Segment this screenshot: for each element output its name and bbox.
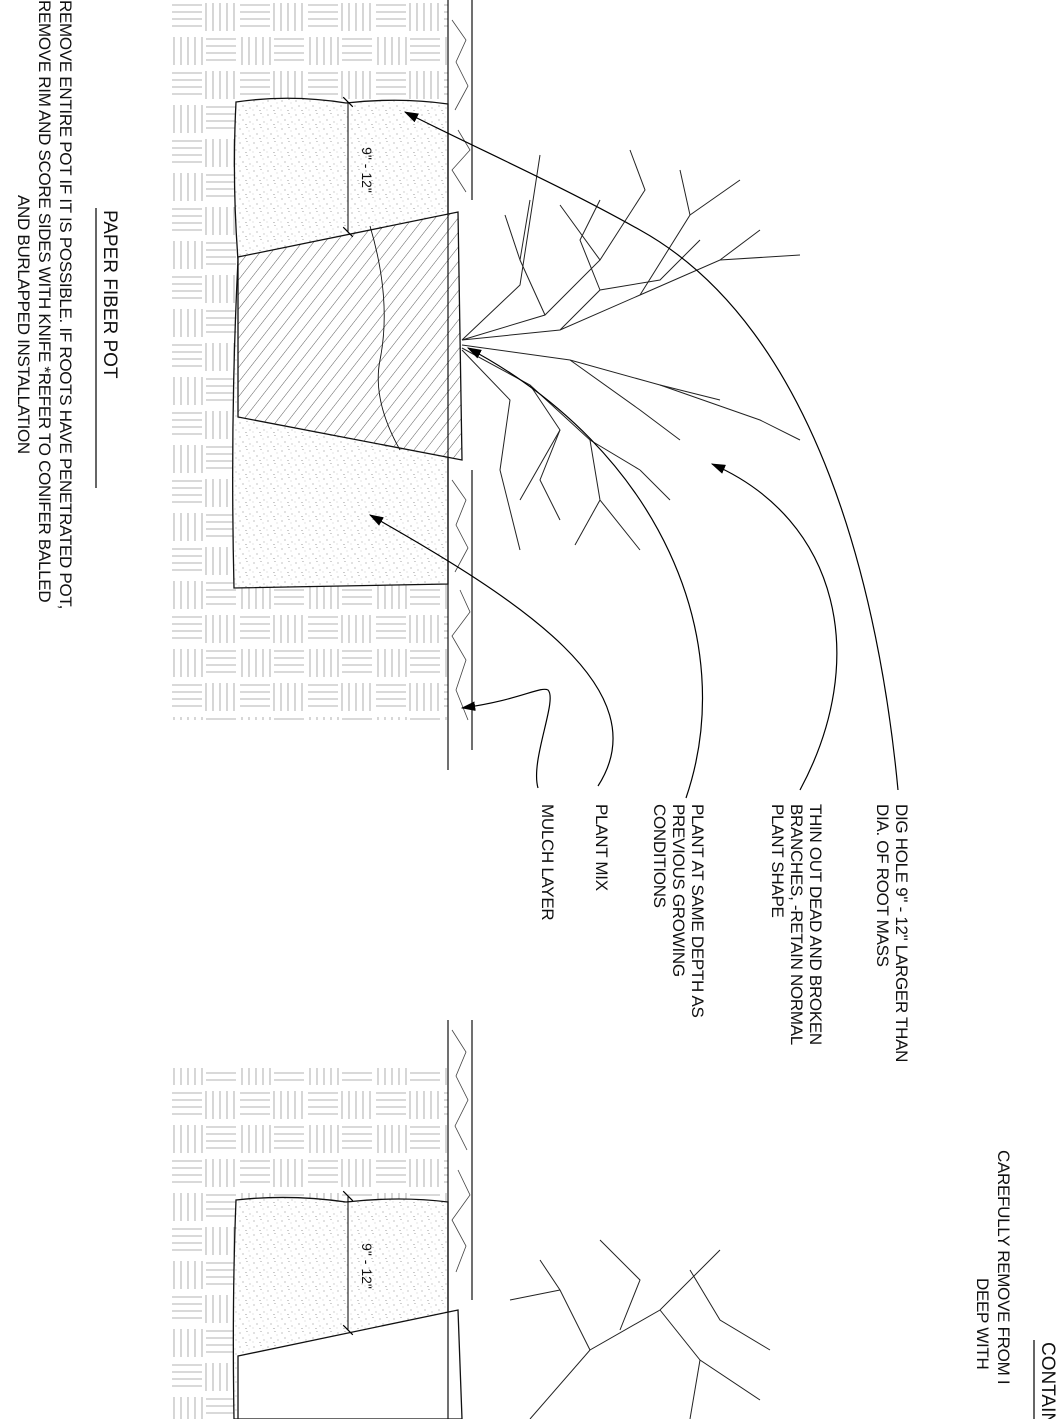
- leader-dig-hole: [403, 111, 899, 791]
- leader-mulch: [460, 688, 551, 789]
- detail-title: PAPER FIBER POT: [99, 210, 120, 379]
- root-ball-pot-2: [237, 1309, 463, 1419]
- callout-plant-mix: PLANT MIX: [592, 804, 611, 891]
- detail-title-2: CONTAIN: [1037, 1342, 1058, 1419]
- plant-branches-2: [509, 1239, 771, 1419]
- mulch-texture-2: [451, 1029, 471, 1273]
- callout-thin-out: THIN OUT DEAD AND BROKEN BRANCHES, -RETA…: [768, 804, 825, 1049]
- mulch-texture: [451, 19, 471, 721]
- leader-plant-depth: [466, 347, 704, 799]
- callout-plant-depth: PLANT AT SAME DEPTH AS PREVIOUS GROWING …: [650, 804, 707, 1022]
- paper-fiber-pot-detail: 9" - 12": [168, 0, 473, 770]
- root-ball-inner-edge: [369, 225, 401, 451]
- dimension-label: 9" - 12": [359, 147, 375, 193]
- detail-notes-2: CAREFULLY REMOVE FROM I DEEP WITH: [973, 1150, 1013, 1389]
- detail-notes: REMOVE ENTIRE POT IF IT IS POSSIBLE. IF …: [14, 0, 75, 613]
- root-ball-pot: [237, 211, 463, 461]
- callouts: DIG HOLE 9" - 12" LARGER THAN DIA. OF RO…: [538, 804, 911, 1067]
- leader-plant-mix: [368, 514, 614, 787]
- dimension-label-2: 9" - 12": [359, 1243, 375, 1289]
- leader-thin-out: [710, 463, 838, 791]
- container-detail: 9" - 12" CONTAIN CAREFULLY REMOVE FROM I…: [168, 1020, 1058, 1419]
- callout-mulch: MULCH LAYER: [538, 804, 557, 920]
- callout-dig-hole: DIG HOLE 9" - 12" LARGER THAN DIA. OF RO…: [873, 804, 911, 1067]
- paper-fiber-pot-title-block: PAPER FIBER POT REMOVE ENTIRE POT IF IT …: [14, 0, 120, 613]
- plant-branches: [461, 149, 801, 551]
- leader-lines: [368, 111, 899, 799]
